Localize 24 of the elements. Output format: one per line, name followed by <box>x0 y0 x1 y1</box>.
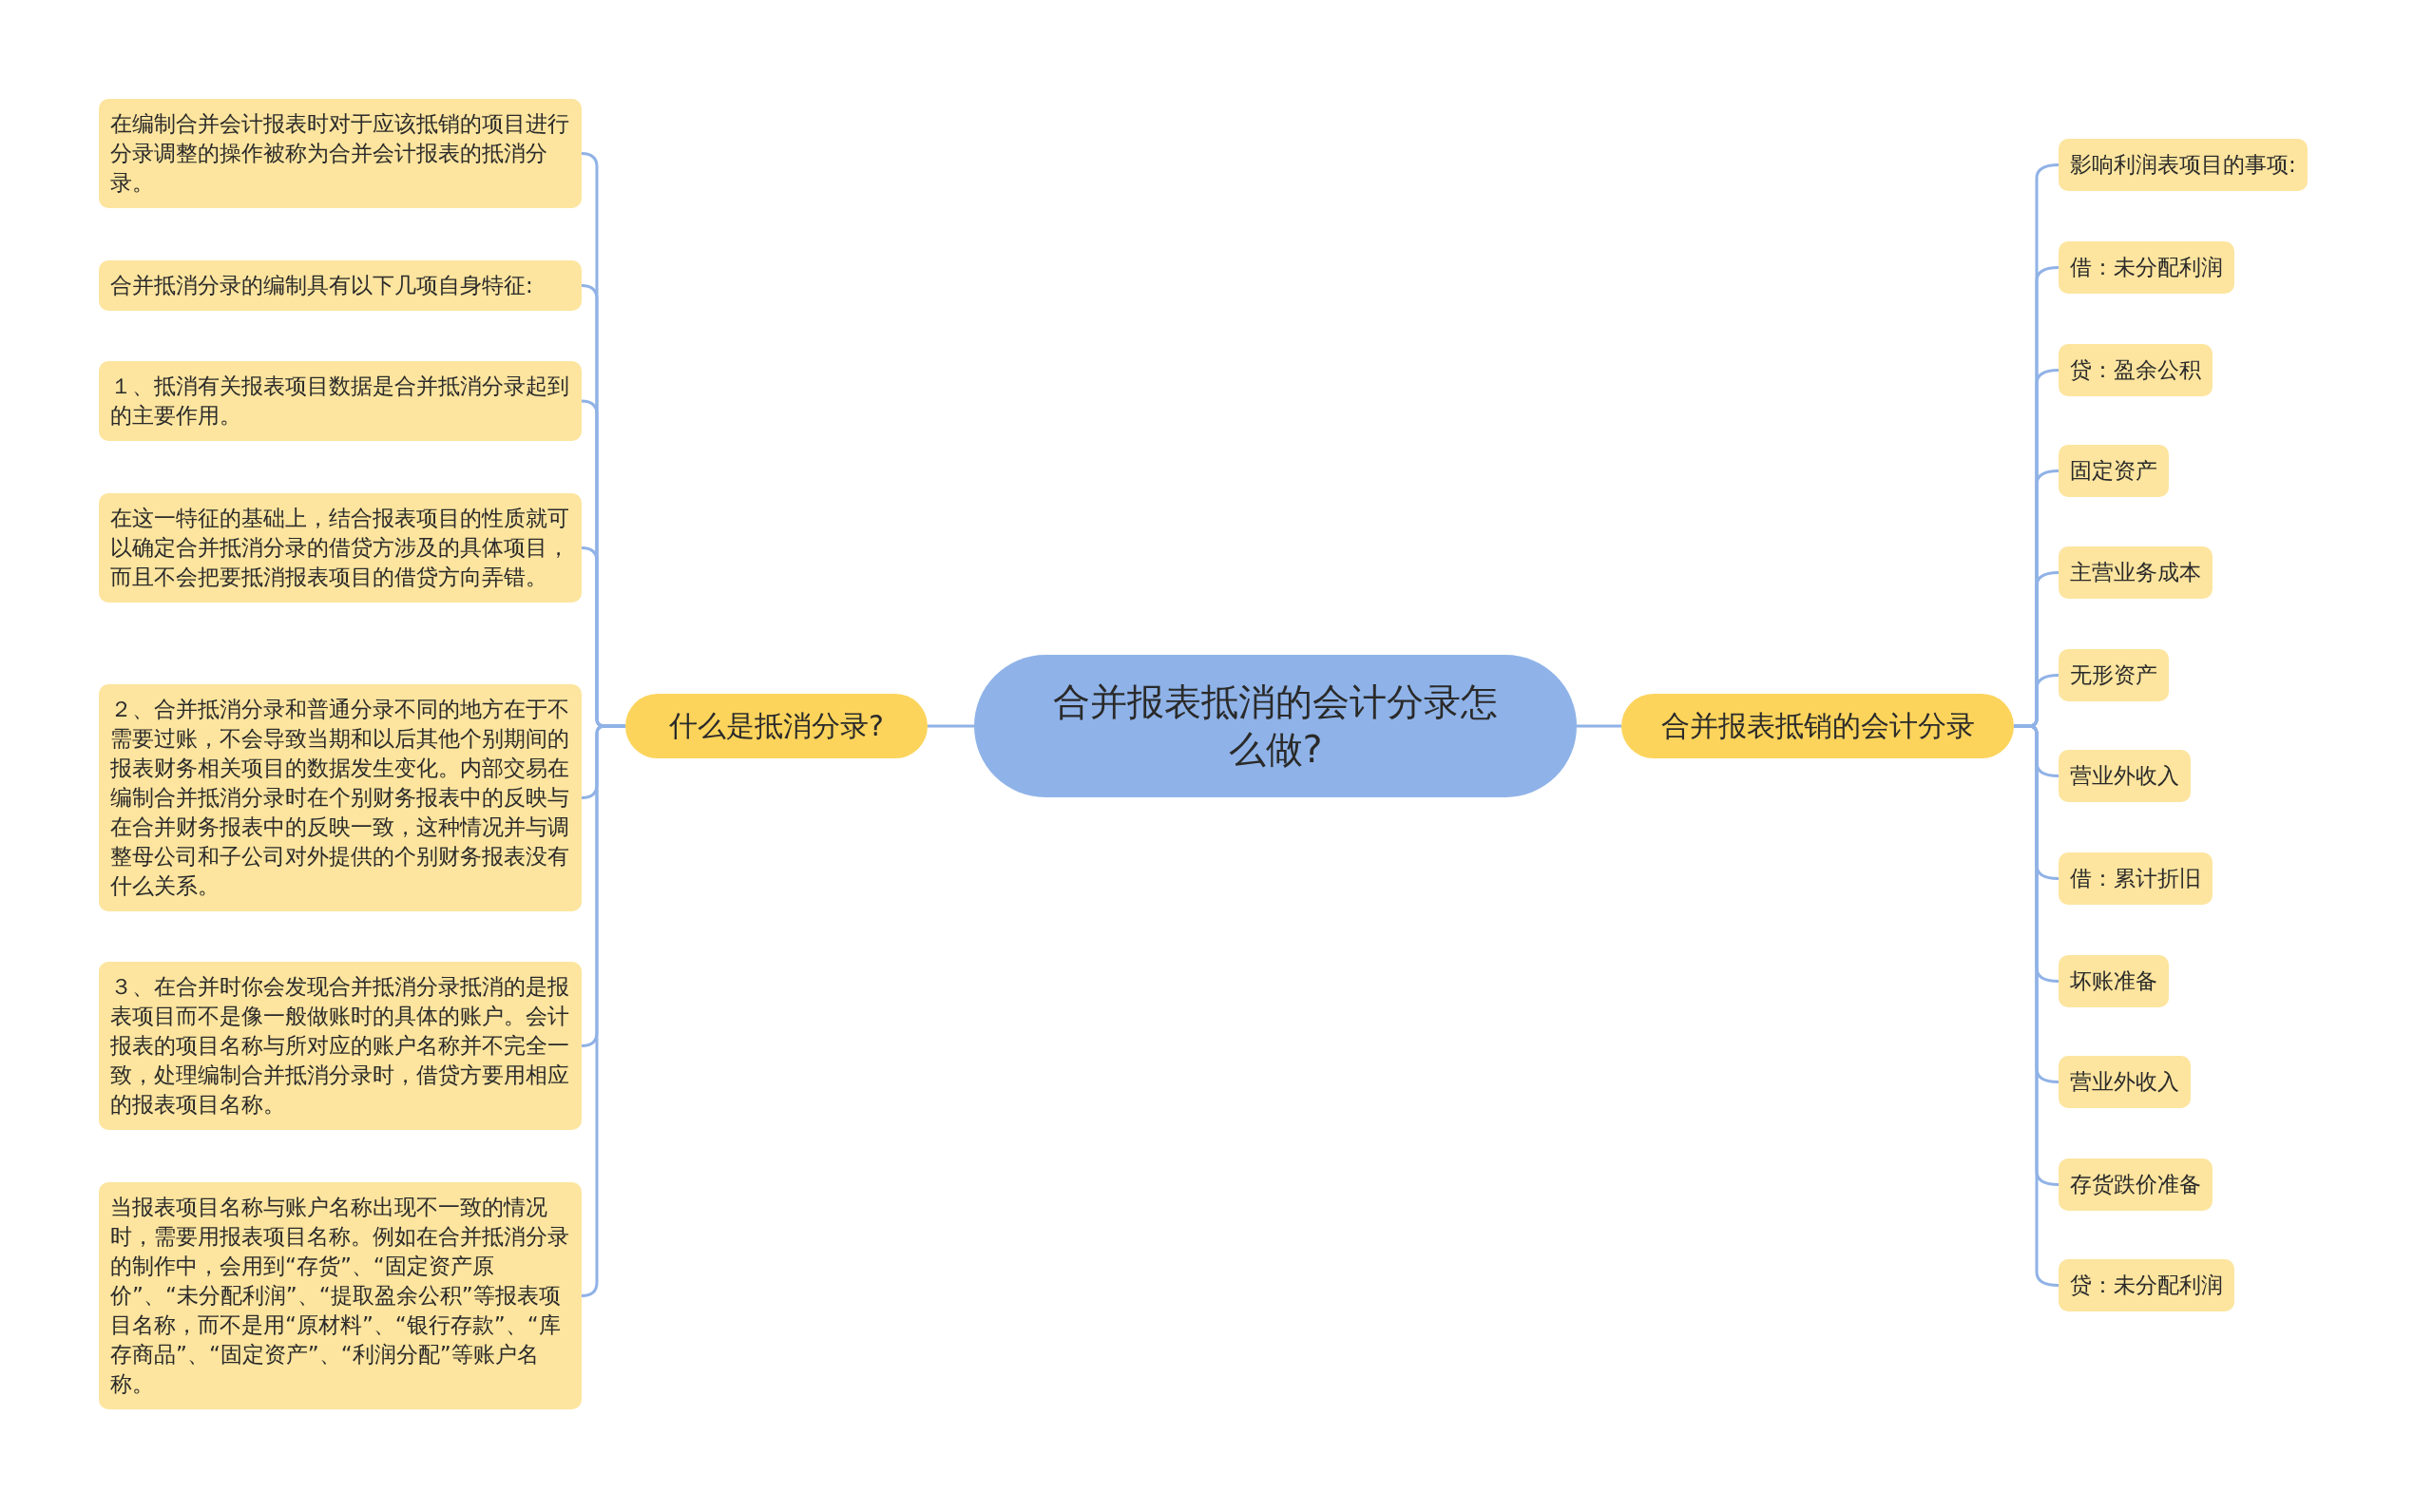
note-box: ２、合并抵消分录和普通分录不同的地方在于不需要过账，不会导致当期和以后其他个别期间的报表财务相关项目的数据发生变化。内部交易在编制合并抵消分录时在个别财务报表中的反映与在合并财务报表中的反映一致，这种情况并与调整母公司和子公司对外提供的个别财务报表没有什么关系。 <box>99 684 582 911</box>
connector-line <box>1577 724 1621 728</box>
note-box: 合并抵消分录的编制具有以下几项自身特征: <box>99 260 582 311</box>
branch-topic: 合并报表抵销的会计分录 <box>1621 694 2014 758</box>
item-box: 存货跌价准备 <box>2059 1158 2213 1211</box>
note-box: 在这一特征的基础上，结合报表项目的性质就可以确定合并抵消分录的借贷方涉及的具体项目，而且不会把要抵消报表项目的借贷方向弄错。 <box>99 493 582 603</box>
item-box: 贷：未分配利润 <box>2059 1259 2234 1311</box>
item-box: 贷：盈余公积 <box>2059 344 2213 396</box>
note-box: 在编制合并会计报表时对于应该抵销的项目进行分录调整的操作被称为合并会计报表的抵消分录。 <box>99 99 582 208</box>
connector-line <box>928 724 974 728</box>
note-box: ３、在合并时你会发现合并抵消分录抵消的是报表项目而不是像一般做账时的具体的账户。会计报表的项目名称与所对应的账户名称并不完全一致，处理编制合并抵消分录时，借贷方要用相应的报表项目名称。 <box>99 962 582 1130</box>
item-box: 固定资产 <box>2059 445 2169 497</box>
item-box: 营业外收入 <box>2059 1056 2191 1108</box>
item-box: 营业外收入 <box>2059 750 2191 802</box>
item-box: 影响利润表项目的事项: <box>2059 139 2308 191</box>
item-box: 坏账准备 <box>2059 955 2169 1007</box>
note-box: 当报表项目名称与账户名称出现不一致的情况时，需要用报表项目名称。例如在合并抵消分录的制作中，会用到“存货”、“固定资产原价”、“未分配利润”、“提取盈余公积”等报表项目名称，而不是用“原材料”、“银行存款”、“库存商品”、“固定资产”、“利润分配”等账户名称。 <box>99 1182 582 1409</box>
note-box: １、抵消有关报表项目数据是合并抵消分录起到的主要作用。 <box>99 361 582 441</box>
central-topic: 合并报表抵消的会计分录怎么做? <box>974 655 1577 797</box>
branch-topic: 什么是抵消分录? <box>625 694 928 758</box>
item-box: 无形资产 <box>2059 649 2169 701</box>
item-box: 借：未分配利润 <box>2059 241 2234 294</box>
item-box: 主营业务成本 <box>2059 546 2213 599</box>
item-box: 借：累计折旧 <box>2059 852 2213 905</box>
